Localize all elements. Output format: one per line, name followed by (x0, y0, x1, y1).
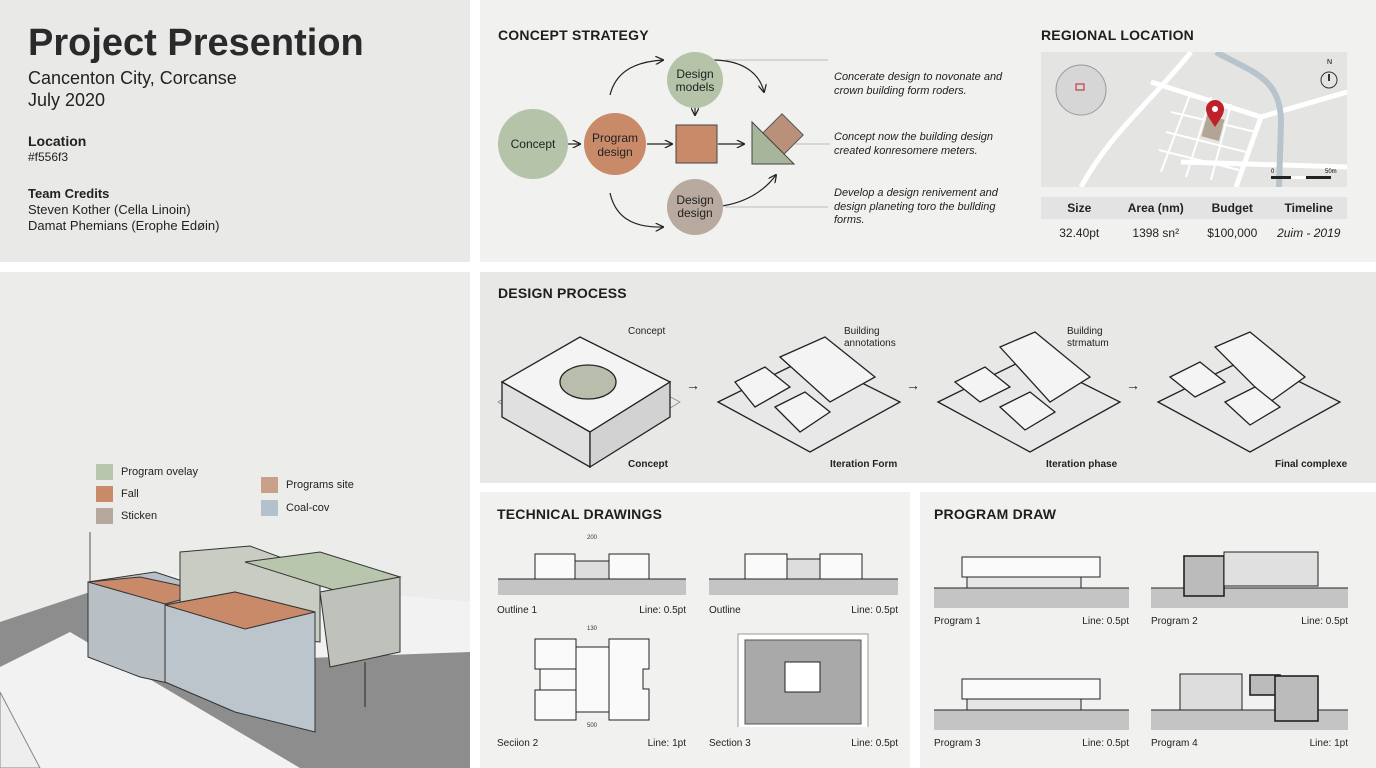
program-caption: Program 3 (934, 738, 981, 749)
process-heading: DESIGN PROCESS (498, 285, 627, 301)
svg-text:crown building form roders.: crown building form roders. (834, 85, 967, 97)
city: Cancenton City, Corcanse (28, 68, 237, 88)
legend-item: Sticken (96, 508, 157, 524)
credit-2: Damat Phemians (Erophe Edøin) (28, 218, 220, 233)
legend-item: Programs site (261, 477, 354, 493)
date: July 2020 (28, 90, 106, 110)
svg-text:forms.: forms. (834, 214, 865, 226)
svg-text:annotations: annotations (844, 338, 896, 349)
program-caption: Program 2 (1151, 616, 1198, 627)
drawing-line: Line: 0.5pt (639, 605, 686, 616)
page-title: Project Presention (28, 22, 364, 64)
svg-text:design: design (597, 145, 632, 159)
svg-text:Iteration phase: Iteration phase (1046, 459, 1118, 470)
svg-text:Iteration Form: Iteration Form (830, 459, 897, 470)
drawing-caption: Seciion 2 (497, 738, 539, 749)
drawing-line: Line: 0.5pt (851, 605, 898, 616)
svg-text:→: → (686, 377, 700, 393)
svg-text:Final complexe: Final complexe (1275, 459, 1348, 470)
svg-text:Concept: Concept (628, 326, 665, 337)
svg-text:Develop a design renivement an: Develop a design renivement and (834, 187, 999, 199)
drawing-line: Line: 0.5pt (851, 738, 898, 749)
program-line: Line: 0.5pt (1082, 616, 1129, 627)
svg-text:130: 130 (587, 626, 598, 632)
program-line: Line: 0.5pt (1082, 738, 1129, 749)
svg-text:design planeting toro the bull: design planeting toro the bullding (834, 201, 996, 213)
svg-text:Design: Design (676, 193, 713, 207)
svg-text:500: 500 (587, 723, 598, 727)
program-line: Line: 0.5pt (1301, 616, 1348, 627)
svg-text:N: N (1327, 59, 1332, 66)
legend-item: Fall (96, 486, 139, 502)
technical-drawings: 200 130 500 (498, 535, 898, 727)
svg-text:Program: Program (592, 131, 638, 145)
svg-text:Concept: Concept (628, 459, 669, 470)
svg-text:0: 0 (1271, 169, 1275, 175)
drawing-caption: Outline (709, 605, 741, 616)
legend-item: Coal-cov (261, 500, 329, 516)
svg-text:created konresomere meters.: created konresomere meters. (834, 145, 978, 157)
regional-heading: REGIONAL LOCATION (1041, 27, 1194, 43)
svg-text:design: design (677, 206, 712, 220)
program-drawings (934, 551, 1348, 730)
program-design-node (584, 113, 646, 175)
north-arrow-icon (1320, 71, 1338, 89)
location-pin-icon (1206, 100, 1224, 127)
location-label: Location (28, 133, 87, 149)
drawing-line: Line: 1pt (647, 738, 686, 749)
svg-text:→: → (1126, 377, 1140, 393)
location-value: #f556f3 (28, 150, 69, 164)
program-caption: Program 1 (934, 616, 981, 627)
design-models-node (667, 52, 723, 108)
model-panel (0, 272, 470, 768)
program-caption: Program 4 (1151, 738, 1198, 749)
svg-text:strmatum: strmatum (1067, 338, 1109, 349)
technical-heading: TECHNICAL DRAWINGS (497, 506, 663, 522)
svg-text:models: models (676, 80, 715, 94)
svg-text:→: → (906, 377, 920, 393)
location-map[interactable]: N 0 50m (1041, 52, 1347, 187)
svg-text:50m: 50m (1325, 169, 1337, 175)
program-draw-panel: PROGRAM DRAW Program 1 Line: 0.5pt Progr… (920, 492, 1376, 768)
credit-1: Steven Kother (Cella Linoin) (28, 202, 191, 217)
svg-text:Concept: Concept (511, 137, 556, 151)
design-design-node (667, 179, 723, 235)
svg-text:Design: Design (676, 67, 713, 81)
drawing-caption: Outline 1 (497, 605, 538, 616)
svg-text:Building: Building (844, 326, 880, 337)
technical-drawings-panel: TECHNICAL DRAWINGS 200 130 500 Outline 1 L… (480, 492, 910, 768)
concept-node (498, 109, 568, 179)
drawing-caption: Section 3 (709, 738, 751, 749)
title-panel: Project Presention Cancenton City, Corca… (0, 0, 470, 262)
program-line: Line: 1pt (1309, 738, 1348, 749)
scale-bar: 0 50m (1271, 169, 1337, 179)
building-3d-model (0, 532, 470, 768)
legend-item: Program ovelay (96, 464, 198, 480)
svg-text:Concerate design to novonate a: Concerate design to novonate and (834, 71, 1003, 83)
svg-text:Building: Building (1067, 326, 1103, 337)
triangle-form (751, 120, 796, 165)
svg-text:200: 200 (587, 535, 598, 541)
program-heading: PROGRAM DRAW (934, 506, 1057, 522)
form-square (675, 124, 718, 164)
concept-heading: CONCEPT STRATEGY (498, 27, 649, 43)
credits-label: Team Credits (28, 186, 110, 201)
svg-text:Concept now the building desig: Concept now the building design (834, 131, 993, 143)
